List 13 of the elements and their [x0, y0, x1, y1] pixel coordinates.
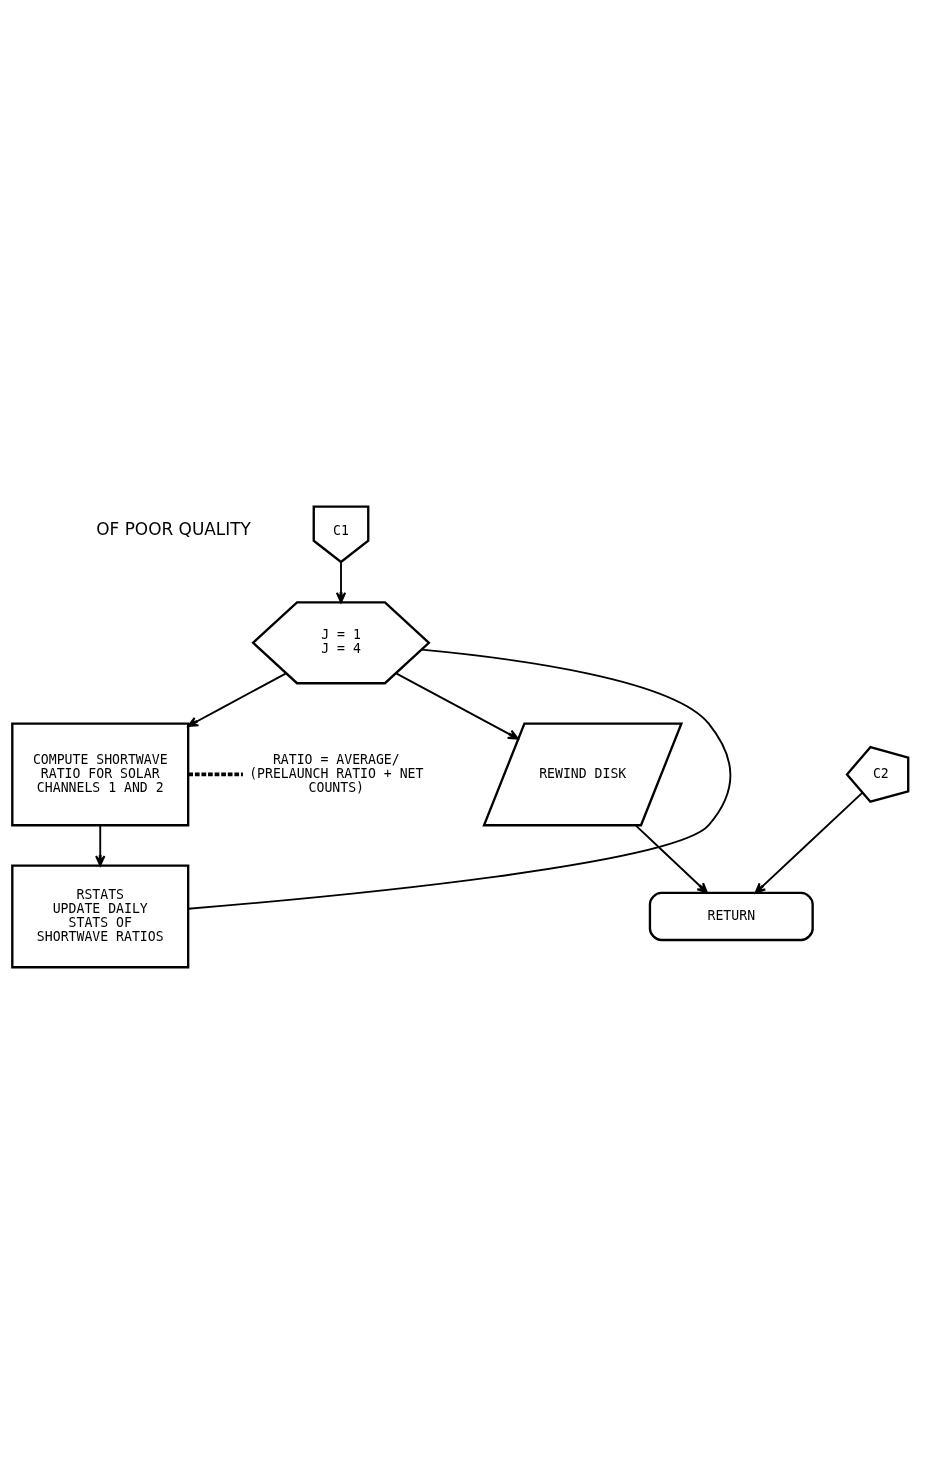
label: OF POOR QUALITY: [96, 518, 251, 539]
arrow: [95, 824, 106, 866]
node-box: RETURN: [648, 891, 814, 941]
connector: [187, 648, 732, 910]
arrow: [395, 671, 519, 740]
connector: [188, 772, 243, 776]
arrow: [754, 791, 864, 894]
arrow: [187, 671, 287, 727]
node-box: RSTATS UPDATE DAILY STATS OF SHORTWAVE RATIOS: [11, 864, 190, 968]
node-box: COMPUTE SHORTWAVE RATIO FOR SOLAR CHANNELS 1 AND 2: [11, 721, 190, 826]
arrow: [335, 560, 347, 603]
node-text: RATIO = AVERAGE/ (PRELAUNCH RATIO + NET COUNTS): [249, 751, 424, 795]
arrow: [635, 824, 708, 894]
